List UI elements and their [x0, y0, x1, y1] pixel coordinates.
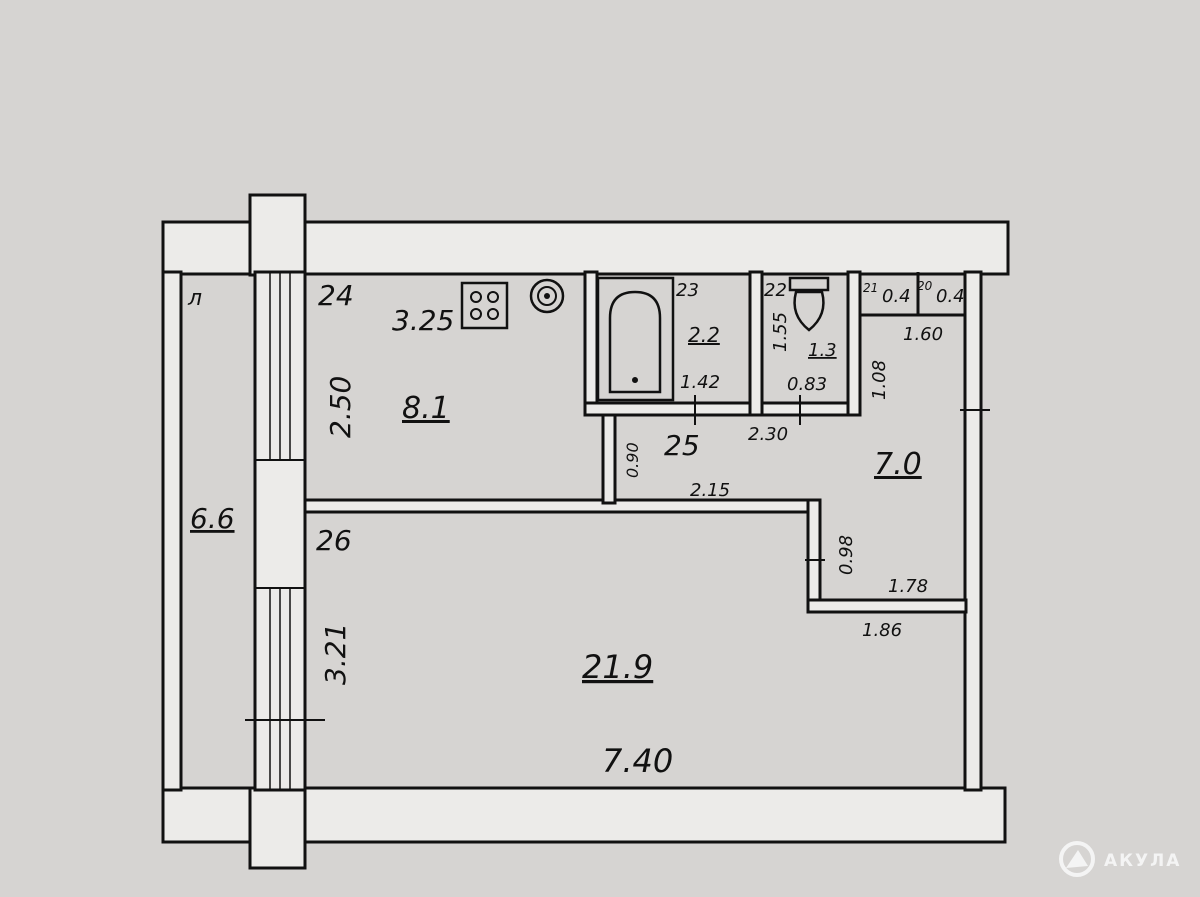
room-number-26: 26 — [316, 524, 352, 557]
window-kitchen — [255, 272, 305, 461]
room-number-23: 23 — [676, 280, 699, 301]
column-top — [248, 193, 307, 277]
room-number-20: 20 — [917, 279, 933, 293]
dim-corridor-top: 2.30 — [748, 424, 788, 445]
watermark-brand: АКУЛА — [1104, 851, 1181, 871]
toilet-icon — [788, 276, 830, 332]
dim-kitchen-depth: 2.50 — [324, 376, 357, 438]
bathtub-icon — [596, 276, 675, 402]
partition-bath-bottom — [583, 401, 862, 417]
right-wall — [963, 270, 983, 792]
dim-kitchen-width: 3.25 — [392, 304, 454, 337]
dim-partition-len: 2.15 — [690, 480, 730, 501]
area-wc: 1.3 — [808, 340, 837, 361]
partition-kitchen-corridor — [601, 413, 617, 505]
dim-closet-width: 1.60 — [903, 324, 943, 345]
corner-mark: л — [187, 286, 202, 311]
dim-niche-width: 1.78 — [888, 576, 928, 597]
dim-niche-bottom: 1.86 — [862, 620, 902, 641]
dim-corridor-depth: 1.08 — [869, 360, 890, 400]
room-number-25: 25 — [664, 429, 700, 462]
dim-room-width: 7.40 — [602, 742, 673, 780]
sink-icon — [529, 278, 565, 314]
area-room: 21.9 — [582, 648, 653, 686]
partition-kitchen-room — [303, 498, 822, 514]
left-wall — [161, 270, 183, 792]
partition-niche-vertical — [806, 498, 822, 614]
stove-icon — [460, 281, 509, 330]
area-bath: 2.2 — [688, 323, 720, 347]
partition-wc-right — [846, 270, 862, 417]
partition-bath-wc — [748, 270, 764, 417]
area-loggia: 6.6 — [190, 502, 235, 535]
dim-door-width: 0.90 — [623, 442, 642, 478]
room-number-24: 24 — [318, 279, 354, 312]
area-closet-21: 0.4 — [882, 286, 911, 307]
dim-room-depth: 3.21 — [319, 623, 352, 685]
dim-niche-depth: 0.98 — [836, 535, 857, 575]
shark-logo-icon — [1059, 841, 1095, 877]
dim-wc-depth: 1.55 — [770, 312, 791, 352]
area-closet-20: 0.4 — [936, 286, 965, 307]
dim-bath-width: 1.42 — [680, 372, 720, 393]
room-number-21: 21 — [863, 281, 878, 295]
area-kitchen: 8.1 — [402, 391, 450, 426]
partition-niche-horizontal — [806, 598, 968, 614]
area-corridor: 7.0 — [874, 447, 922, 482]
dim-wc-width: 0.83 — [787, 374, 827, 395]
window-room — [245, 587, 325, 790]
room-number-22: 22 — [764, 280, 787, 301]
column-bottom — [248, 786, 307, 870]
watermark: АКУЛА — [1059, 841, 1181, 877]
partition-bath-left — [583, 270, 599, 417]
